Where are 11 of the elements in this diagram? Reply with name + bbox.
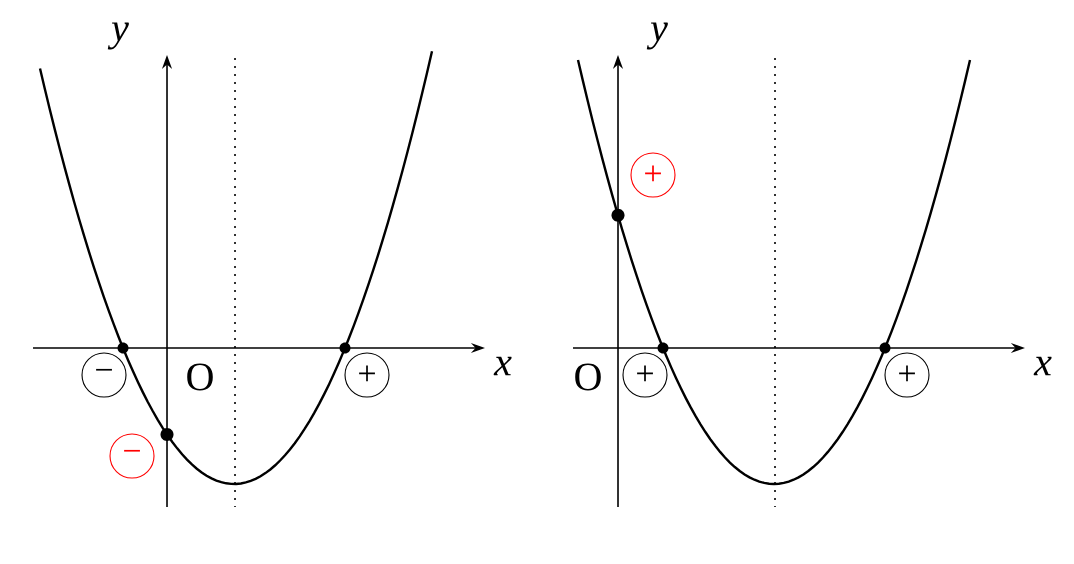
axis-label: x <box>493 356 512 376</box>
circled-sign: − <box>81 352 127 398</box>
axis-label: O <box>187 363 213 391</box>
circled-sign: + <box>630 152 676 198</box>
circled-sign: + <box>884 352 930 398</box>
axis-label: x <box>1033 356 1052 376</box>
circled-sign: + <box>344 352 390 398</box>
axis-label: y <box>646 22 668 50</box>
axis-label: y <box>107 22 129 50</box>
circled-sign: + <box>622 352 668 398</box>
circled-sign: − <box>109 433 155 479</box>
